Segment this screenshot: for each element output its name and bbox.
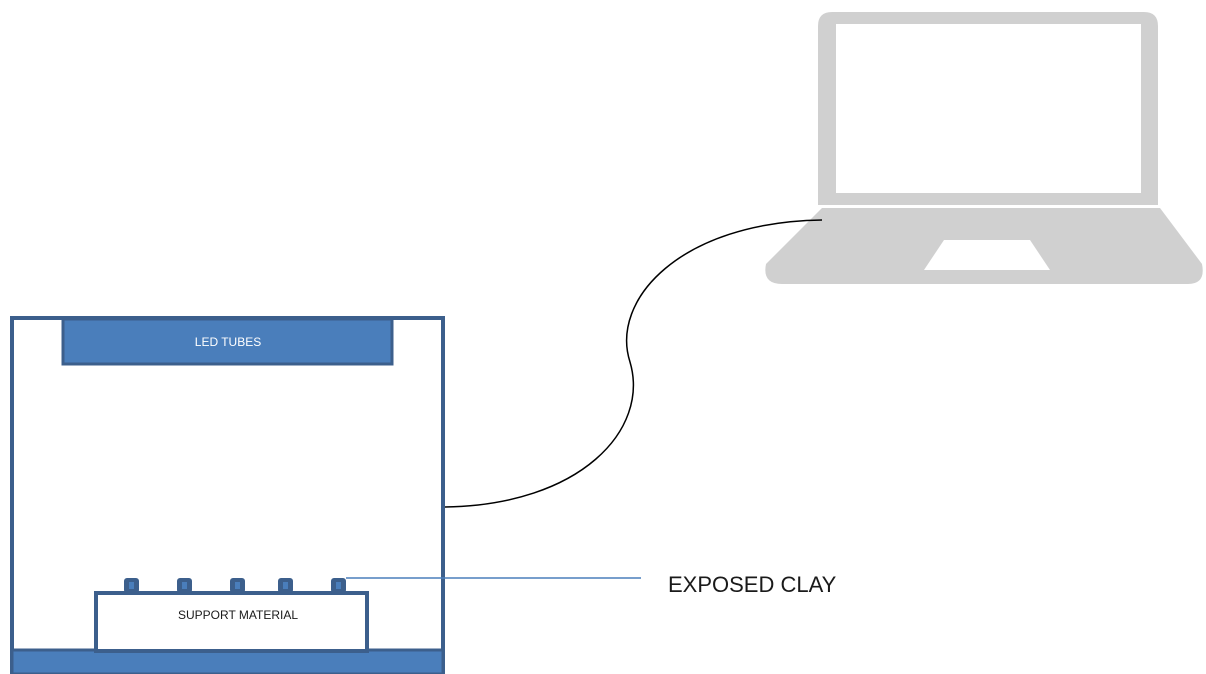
exposed-clay-label: EXPOSED CLAY — [668, 572, 837, 597]
clay-sample-icon — [278, 578, 293, 593]
laptop-base — [765, 208, 1203, 284]
laptop-icon — [765, 12, 1203, 284]
clay-sample-icon — [124, 578, 139, 593]
clay-samples — [124, 578, 346, 593]
laptop-screen — [818, 12, 1158, 205]
support-material-label: SUPPORT MATERIAL — [178, 608, 298, 622]
enclosure-floor — [10, 648, 445, 674]
clay-sample-icon — [177, 578, 192, 593]
support-material-block — [94, 591, 369, 653]
connection-cable — [444, 219, 823, 508]
led-tubes: LED TUBES — [61, 317, 394, 366]
clay-sample-icon — [331, 578, 346, 593]
support-material: SUPPORT MATERIAL — [94, 591, 369, 653]
led-tubes-bar — [61, 317, 394, 366]
clay-sample-icon — [230, 578, 245, 593]
led-tubes-label: LED TUBES — [195, 335, 261, 349]
